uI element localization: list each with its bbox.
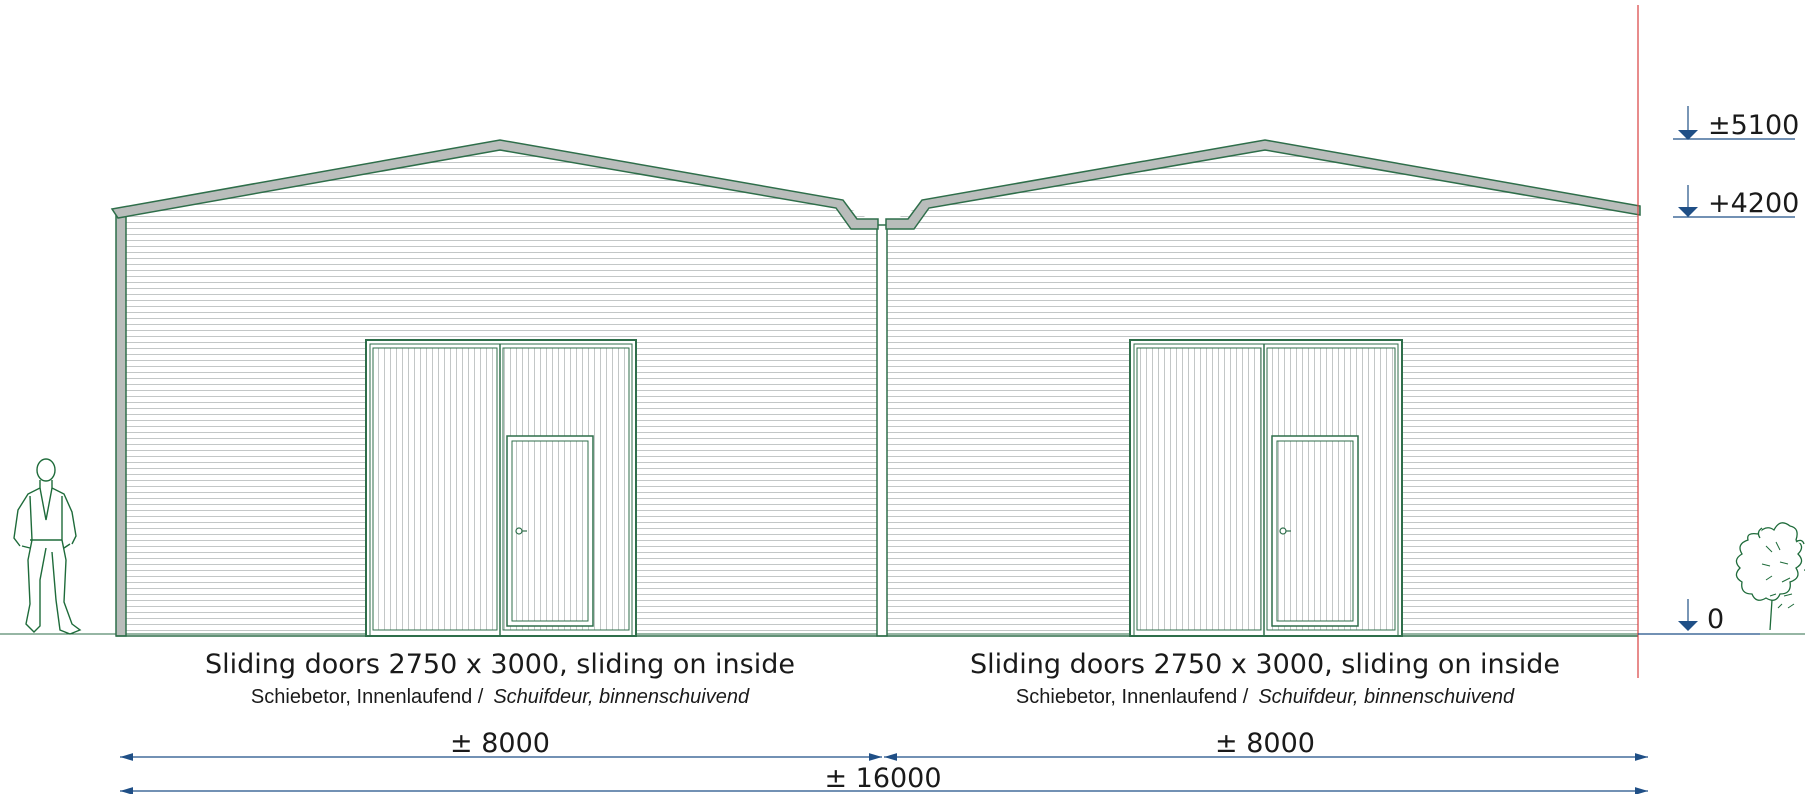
dimension-bay-right: ± 8000	[884, 728, 1648, 761]
dimension-bay-left: ± 8000	[120, 728, 882, 761]
right-door-subtitle-de: Schiebetor, Innenlaufend /	[1016, 686, 1249, 708]
right-door-subtitle-nl: Schuifdeur, binnenschuivend	[1258, 686, 1515, 708]
left-door-subtitle: Schiebetor, Innenlaufend / Schuifdeur, bi…	[251, 686, 750, 708]
level-label: 0	[1707, 604, 1724, 635]
left-door-subtitle-nl: Schuifdeur, binnenschuivend	[493, 686, 750, 708]
middle-column	[876, 224, 888, 637]
level-label: +4200	[1708, 188, 1799, 219]
level-marker-4200: +4200	[1673, 185, 1799, 219]
level-label: ±5100	[1708, 110, 1799, 141]
left-door-title: Sliding doors 2750 x 3000, sliding on in…	[205, 649, 795, 680]
door-handle-icon	[515, 527, 523, 535]
left-door-subtitle-de: Schiebetor, Innenlaufend /	[251, 686, 484, 708]
roof-right	[885, 139, 1641, 230]
level-arrow-icon	[1678, 207, 1698, 217]
dimension-label: ± 8000	[1215, 728, 1315, 759]
left-sliding-door	[365, 339, 637, 637]
dimension-label: ± 16000	[824, 763, 941, 794]
door-handle-icon	[1279, 527, 1287, 535]
roof-left	[110, 139, 879, 230]
shrub-icon	[1735, 522, 1805, 631]
left-column	[115, 211, 127, 637]
right-door-subtitle: Schiebetor, Innenlaufend / Schuifdeur, bi…	[1016, 686, 1515, 708]
level-marker-0: 0	[1638, 599, 1760, 635]
person-silhouette-icon	[13, 458, 82, 635]
level-arrow-icon	[1678, 621, 1698, 631]
level-arrow-icon	[1678, 130, 1698, 140]
dimension-label: ± 8000	[450, 728, 550, 759]
right-sliding-door	[1129, 339, 1403, 637]
level-marker-5100: ±5100	[1673, 106, 1799, 141]
right-door-title: Sliding doors 2750 x 3000, sliding on in…	[970, 649, 1560, 680]
dimension-total: ± 16000	[120, 763, 1648, 794]
